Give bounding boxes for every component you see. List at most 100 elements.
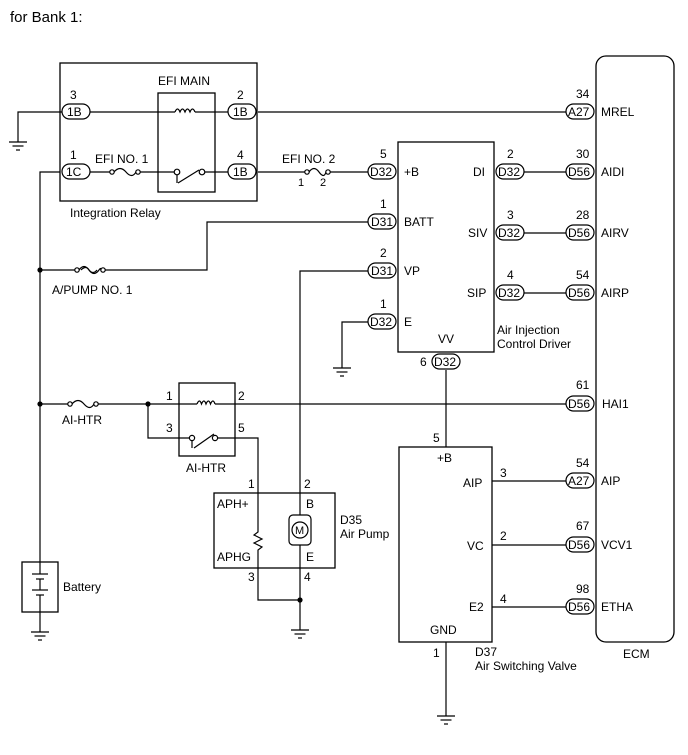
svg-text:E2: E2 [469, 600, 484, 614]
ecm-label: ECM [623, 647, 650, 661]
svg-text:M: M [295, 525, 304, 537]
svg-text:D31: D31 [371, 264, 393, 278]
svg-text:D32: D32 [498, 165, 520, 179]
svg-text:SIV: SIV [468, 226, 487, 240]
battery-label: Battery [63, 580, 101, 594]
ecm: ECM A27 34 MREL D56 30 AIDI D56 28 AIRV … [565, 55, 675, 661]
a-pump-fuse-label: A/PUMP NO. 1 [52, 283, 133, 297]
svg-text:2: 2 [500, 529, 507, 543]
asv-id: D37 [475, 645, 497, 659]
integration-relay: EFI MAIN EFI NO. 1 Integration Relay 1B … [59, 62, 258, 220]
svg-text:D56: D56 [568, 397, 590, 411]
aicd-terminal-plus-b: D32 5 +B [367, 147, 419, 180]
svg-text:MREL: MREL [601, 105, 635, 119]
svg-text:3: 3 [500, 466, 507, 480]
ai-htr-relay-label: AI-HTR [186, 461, 226, 475]
svg-text:D32: D32 [370, 315, 392, 329]
svg-text:3: 3 [507, 208, 514, 222]
ai-htr-fuse: AI-HTR [62, 399, 102, 427]
svg-text:4: 4 [237, 148, 244, 162]
aicd-terminal-e: D32 1 E [367, 297, 412, 330]
svg-text:1: 1 [70, 148, 77, 162]
air-pump-name: Air Pump [340, 527, 390, 541]
svg-text:HAI1: HAI1 [602, 397, 629, 411]
relay-connector-1: 1B 3 [61, 88, 91, 120]
svg-text:3: 3 [248, 570, 255, 584]
svg-text:D32: D32 [434, 355, 456, 369]
svg-text:4: 4 [304, 570, 311, 584]
air-pump-id: D35 [340, 513, 362, 527]
svg-text:1: 1 [380, 297, 387, 311]
ecm-terminal-aip: A27 54 AIP [565, 456, 620, 489]
ground-relay [9, 141, 27, 151]
svg-text:D32: D32 [370, 165, 392, 179]
svg-text:D56: D56 [568, 538, 590, 552]
svg-text:B: B [306, 497, 314, 511]
relay-connector-4: 1B 4 [227, 148, 257, 180]
battery: Battery [21, 561, 101, 613]
efi-no2-label: EFI NO. 2 [282, 152, 336, 166]
svg-text:E: E [404, 315, 412, 329]
relay-connector-3: 1C 1 [61, 148, 91, 180]
svg-text:28: 28 [576, 208, 590, 222]
ecm-terminal-aidi: D56 30 AIDI [565, 147, 624, 180]
svg-text:+B: +B [404, 165, 419, 179]
svg-text:30: 30 [576, 147, 590, 161]
svg-text:1: 1 [166, 389, 173, 403]
svg-text:VCV1: VCV1 [601, 538, 633, 552]
ai-htr-relay: 1 2 3 5 AI-HTR [166, 382, 245, 475]
svg-text:5: 5 [433, 431, 440, 445]
svg-text:AIDI: AIDI [601, 165, 624, 179]
ground-air-pump [291, 629, 309, 639]
ai-htr-relay-switch [193, 433, 215, 449]
ground-battery [31, 631, 49, 641]
svg-text:5: 5 [380, 147, 387, 161]
ai-htr-relay-coil [196, 400, 216, 406]
ecm-terminal-etha: D56 98 ETHA [565, 582, 633, 615]
svg-text:2: 2 [304, 477, 311, 491]
efi-no1-label: EFI NO. 1 [95, 152, 149, 166]
svg-text:D56: D56 [568, 286, 590, 300]
svg-text:VV: VV [438, 332, 454, 346]
efi-no1-fuse-icon [109, 167, 141, 177]
wires [17, 111, 566, 716]
svg-text:1B: 1B [233, 165, 248, 179]
svg-text:A27: A27 [568, 474, 590, 488]
aicd-name-2: Control Driver [497, 337, 571, 351]
ecm-terminal-vcv1: D56 67 VCV1 [565, 519, 633, 553]
svg-text:1: 1 [298, 177, 304, 189]
svg-text:1C: 1C [66, 165, 82, 179]
svg-text:D32: D32 [498, 226, 520, 240]
svg-text:34: 34 [576, 87, 590, 101]
svg-text:SIP: SIP [467, 286, 486, 300]
efi-no2-fuse: EFI NO. 2 1 2 [282, 152, 336, 189]
svg-text:6: 6 [420, 355, 427, 369]
relay-switch-arm [177, 169, 200, 184]
svg-text:2: 2 [507, 147, 514, 161]
ground-asv [437, 715, 455, 725]
svg-text:APHG: APHG [217, 550, 251, 564]
svg-text:61: 61 [576, 378, 590, 392]
svg-text:DI: DI [473, 165, 485, 179]
junction-dots [37, 267, 303, 603]
svg-text:54: 54 [576, 456, 590, 470]
ecm-terminal-hai1: D56 61 HAI1 [565, 378, 629, 412]
aicd-terminal-di: D32 2 DI [473, 147, 525, 180]
aicd-terminal-batt: D31 1 BATT [367, 197, 434, 230]
a-pump-fuse: A/PUMP NO. 1 [52, 265, 133, 297]
svg-text:3: 3 [70, 88, 77, 102]
air-pump: APH+ APHG B E 1 2 3 4 M D35 Air Pump [213, 477, 390, 584]
svg-text:1B: 1B [233, 105, 248, 119]
svg-text:4: 4 [500, 592, 507, 606]
aicd-terminal-sip: D32 4 SIP [467, 268, 525, 301]
svg-text:2: 2 [380, 246, 387, 260]
ecm-terminal-mrel: A27 34 MREL [565, 87, 635, 120]
relay-coil [174, 108, 196, 114]
svg-text:1: 1 [380, 197, 387, 211]
svg-text:D56: D56 [568, 226, 590, 240]
svg-text:BATT: BATT [404, 215, 434, 229]
svg-text:APH+: APH+ [217, 497, 249, 511]
svg-text:54: 54 [576, 268, 590, 282]
relay-connector-2: 1B 2 [227, 88, 257, 120]
